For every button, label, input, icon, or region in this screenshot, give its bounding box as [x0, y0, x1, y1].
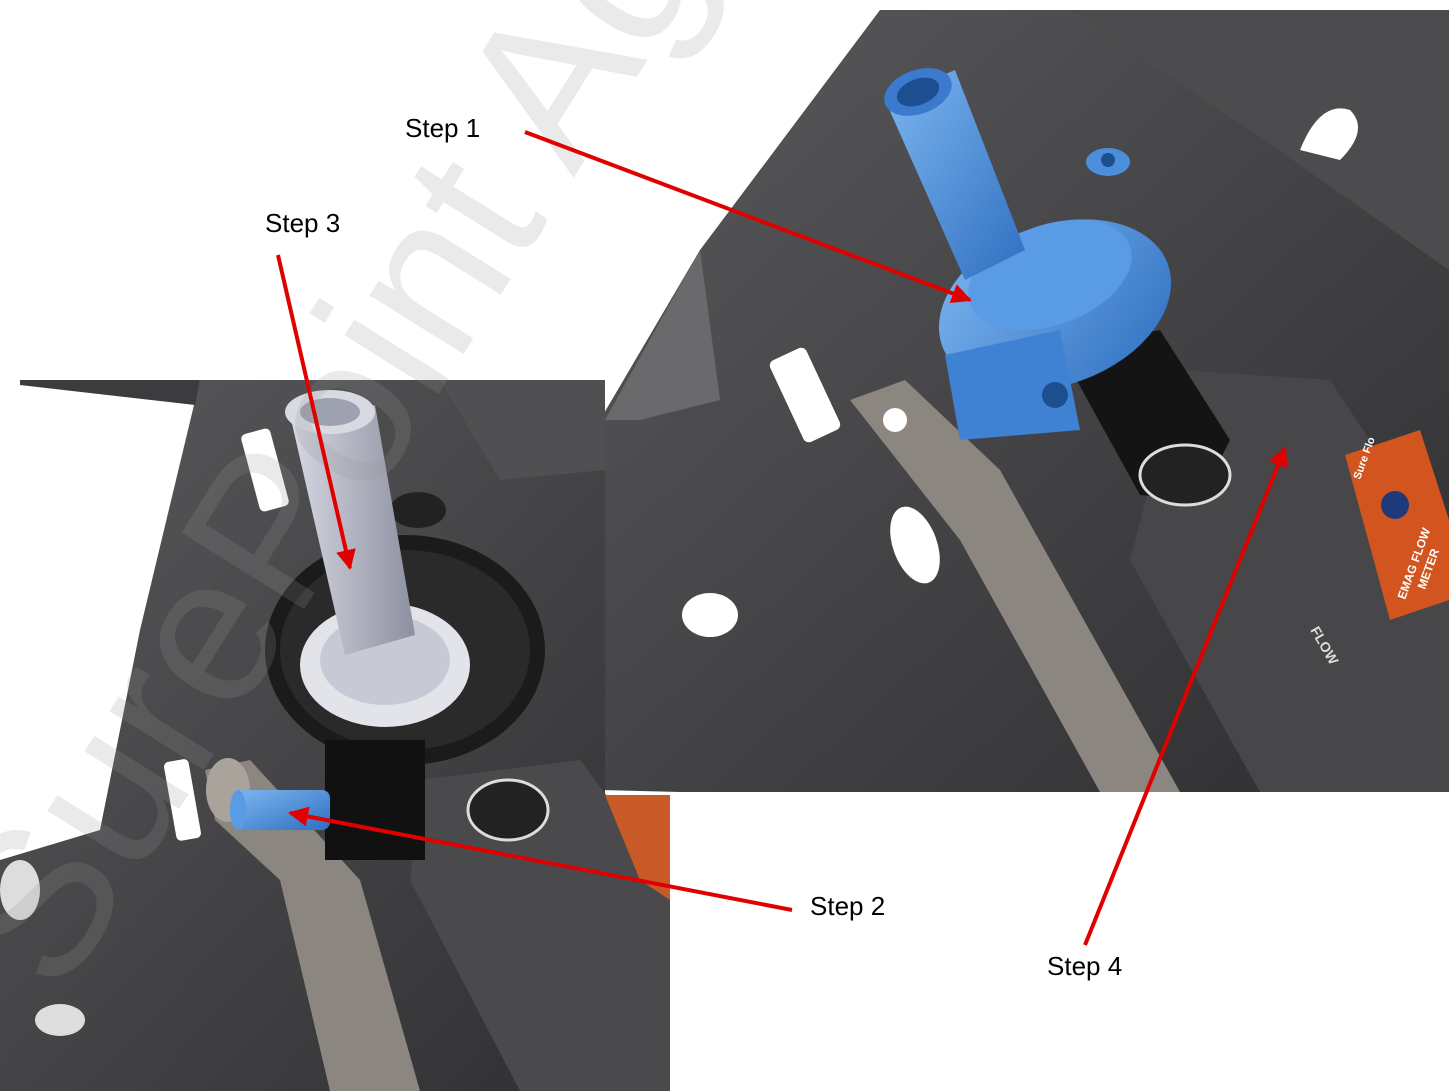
lever-arm-left [205, 760, 420, 1091]
step1-arrow [524, 130, 972, 303]
silver-fitting [285, 390, 470, 727]
step3-label: Step 3 [265, 208, 341, 238]
step3-arrow [276, 254, 356, 570]
step4-label: Step 4 [1047, 951, 1123, 981]
lever-arm [850, 380, 1180, 792]
step2-arrow [288, 806, 793, 912]
blue-pin [230, 790, 330, 830]
mount-hole [682, 593, 738, 637]
step4-arrow [1083, 446, 1288, 946]
blue-fitting [884, 68, 1172, 440]
bracket-side-plate [1070, 10, 1449, 270]
step1-label: Step 1 [405, 113, 481, 143]
left-render [0, 380, 670, 1091]
meter-label [1345, 430, 1449, 620]
right-render: Sure Flo EMAG FLOW METER FLOW [600, 0, 1449, 792]
step2-label: Step 2 [810, 891, 886, 921]
